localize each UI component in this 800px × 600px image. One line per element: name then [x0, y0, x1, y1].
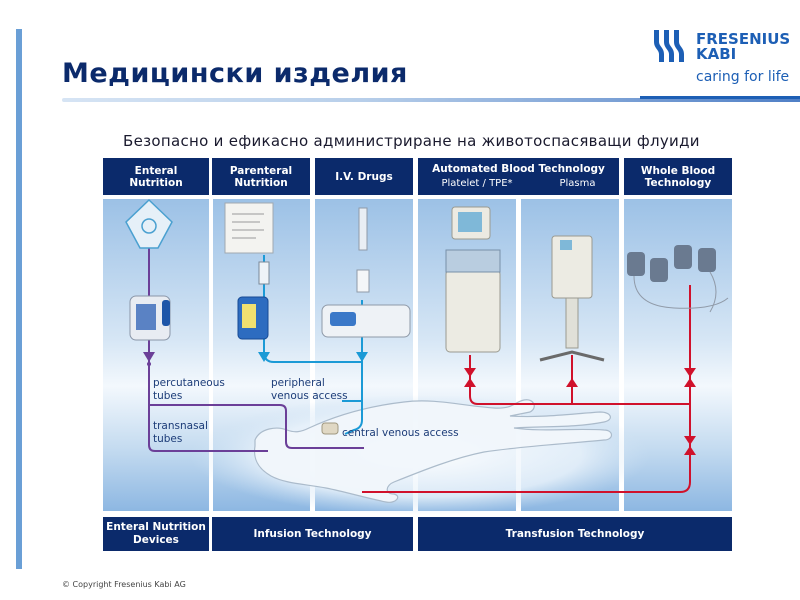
diagram-subtitle: Безопасно и ефикасно администриране на ж… — [123, 132, 700, 150]
label-line: tubes — [153, 432, 183, 445]
enteral-feeding-bag-icon — [125, 198, 173, 249]
syringe-pump-icon — [321, 304, 411, 338]
label-line: peripheral — [271, 377, 325, 389]
header-enteral-nutrition: Enteral Nutrition — [103, 158, 209, 195]
label-peripheral-venous-access: peripheral venous access — [271, 377, 348, 402]
header-parenteral-nutrition: Parenteral Nutrition — [212, 158, 310, 195]
header-label: Parenteral — [229, 164, 293, 177]
footer-label: Devices — [133, 534, 179, 546]
left-accent-bar — [16, 29, 22, 569]
fresenius-logo-icon — [654, 30, 684, 62]
patient-silhouette-icon — [190, 395, 650, 515]
header-sub-labels: Platelet / TPE* Plasma — [418, 178, 619, 190]
logo-name-line2: KABI — [696, 45, 737, 63]
header-label: I.V. Drugs — [335, 170, 393, 183]
enteral-arrow-icon — [143, 352, 155, 366]
blood-bag-set-icon — [627, 245, 729, 313]
logo-wordmark: FRESENIUS KABI — [696, 32, 790, 62]
label-line: venous access — [271, 389, 348, 402]
footer-enteral-nutrition-devices: Enteral Nutrition Devices — [103, 517, 209, 551]
label-central-venous-access: central venous access — [342, 427, 459, 439]
plasma-machine-icon — [539, 235, 605, 362]
logo-name-line1: FRESENIUS — [696, 30, 791, 48]
logo-rule — [640, 96, 800, 99]
header-sub-plasma: Plasma — [559, 178, 596, 189]
header-label: Technology — [644, 176, 712, 189]
fresenius-kabi-logo: FRESENIUS KABI caring for life — [648, 24, 800, 94]
header-label: Automated Blood Technology — [432, 163, 605, 175]
label-transnasal-tubes: transnasal tubes — [153, 420, 208, 445]
header-label: Nutrition — [129, 176, 183, 189]
footer-infusion-technology: Infusion Technology — [212, 517, 413, 551]
infusion-arrow-icon — [258, 352, 368, 362]
logo-tagline: caring for life — [696, 69, 790, 85]
footer-transfusion-technology: Transfusion Technology — [418, 517, 732, 551]
central-venous-port-icon — [321, 422, 339, 435]
header-label: Nutrition — [234, 176, 288, 189]
header-label: Whole Blood — [640, 164, 716, 177]
label-percutaneous-tubes: percutaneous tubes — [153, 377, 225, 402]
label-line: transnasal — [153, 420, 208, 432]
header-label: Enteral — [134, 164, 178, 177]
footer-label: Enteral Nutrition — [106, 521, 206, 533]
copyright-notice: © Copyright Fresenius Kabi AG — [62, 580, 186, 589]
transfusion-arrow-icon — [464, 368, 696, 455]
page-title: Медицински изделия — [62, 58, 408, 89]
header-automated-blood-technology: Automated Blood Technology Platelet / TP… — [418, 158, 619, 195]
label-line: percutaneous — [153, 377, 225, 389]
header-sub-platelet-tpe: Platelet / TPE* — [441, 178, 513, 189]
syringe-icon — [356, 207, 370, 293]
footer-label: Transfusion Technology — [505, 527, 645, 540]
title-underline — [62, 98, 800, 102]
enteral-pump-icon — [129, 295, 171, 341]
label-line: tubes — [153, 389, 183, 402]
infusion-pump-icon — [237, 296, 269, 340]
header-whole-blood-technology: Whole Blood Technology — [624, 158, 732, 195]
footer-label: Infusion Technology — [253, 527, 372, 540]
header-iv-drugs: I.V. Drugs — [315, 158, 413, 195]
parenteral-nutrition-bag-icon — [224, 202, 274, 285]
apheresis-machine-icon — [445, 206, 501, 353]
enteral-route-lines — [148, 247, 364, 452]
